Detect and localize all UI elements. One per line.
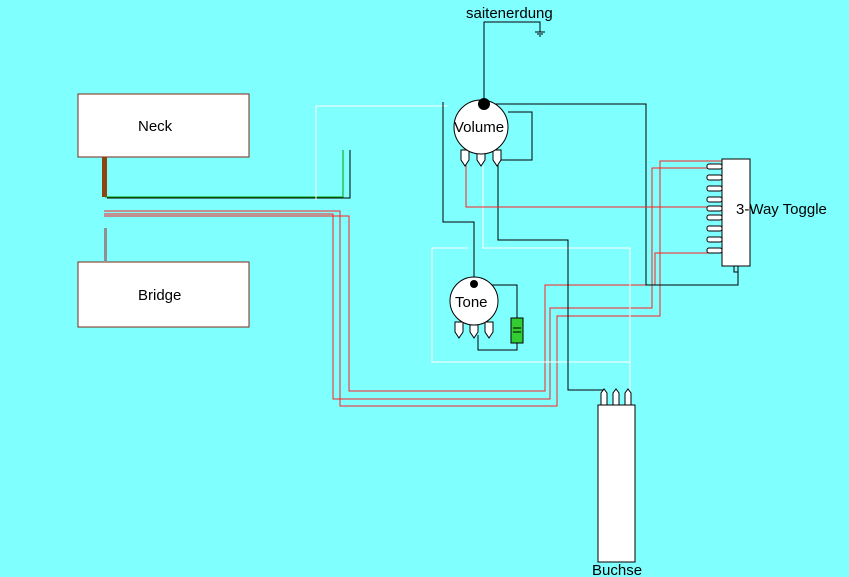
toggle-body	[721, 158, 751, 267]
volume-solder-point	[478, 98, 490, 110]
bridge-pickup-box	[77, 261, 250, 328]
capacitor-body	[510, 317, 524, 344]
toggle-lug-1	[706, 163, 723, 170]
bridge-lead-grey	[104, 228, 107, 262]
jack-lugs	[600, 388, 632, 406]
three-way-toggle: 3-Way Toggle	[706, 158, 827, 273]
ground-wire	[483, 21, 541, 104]
toggle-lug-7	[706, 225, 723, 232]
toggle-ground-lug	[733, 266, 738, 273]
toggle-lug-5	[706, 205, 723, 212]
neck-pickup-wires	[102, 150, 351, 199]
bridge-label: Bridge	[138, 287, 181, 304]
tone-lug-3	[484, 321, 494, 339]
cap-bottom-wire	[477, 335, 518, 351]
ground-label: saitenerdung	[466, 5, 553, 22]
string-ground: saitenerdung	[466, 5, 553, 104]
toggle-lug-3	[706, 185, 723, 192]
toggle-lug-6	[706, 214, 723, 221]
toggle-label: 3-Way Toggle	[736, 201, 827, 218]
toggle-lug-8	[706, 236, 723, 243]
toggle-lug-9	[706, 247, 723, 254]
neck-black-wire	[107, 150, 351, 199]
toggle-lug-2	[706, 174, 723, 181]
black-vol-tone-wire	[442, 102, 475, 280]
tone-lug-1	[454, 321, 464, 339]
jack-body	[597, 404, 636, 563]
volume-label: Volume	[454, 119, 504, 136]
jack-lug-1	[600, 388, 608, 406]
neck-hot-red-wire	[104, 160, 722, 407]
neck-hot-red-wire-2	[104, 167, 722, 400]
neck-pickup-box	[77, 93, 250, 158]
neck-green-wire	[105, 150, 344, 198]
neck-lead-brown	[102, 157, 107, 197]
tone-solder-point	[470, 280, 478, 288]
tone-pot: Tone	[449, 276, 499, 339]
neck-label: Neck	[138, 118, 173, 135]
bridge-hot-red-wire	[104, 215, 722, 392]
tone-capacitor	[510, 317, 524, 344]
bridge-pickup-wires	[104, 228, 107, 262]
bridge-pickup: Bridge	[77, 261, 250, 328]
volume-pot: Volume	[453, 98, 509, 167]
cap-top-wire	[491, 284, 518, 318]
neck-pickup: Neck	[77, 93, 250, 158]
volume-lug-3	[492, 149, 502, 167]
jack-lug-3	[624, 388, 632, 406]
black-output-wire	[497, 165, 605, 391]
toggle-lug-4	[706, 196, 723, 203]
toggle-output-red-wire	[465, 165, 722, 208]
toggle-lugs	[706, 163, 723, 254]
tone-pot-body	[449, 276, 499, 326]
white-ground-wire-top	[315, 105, 447, 200]
output-jack: Buchse	[592, 388, 642, 577]
black-ground-toggle	[484, 103, 739, 286]
tone-label: Tone	[455, 294, 488, 311]
jack-label: Buchse	[592, 562, 642, 577]
black-volume-jumper	[500, 111, 533, 161]
volume-lug-1	[460, 149, 470, 167]
jack-lug-2	[612, 388, 620, 406]
